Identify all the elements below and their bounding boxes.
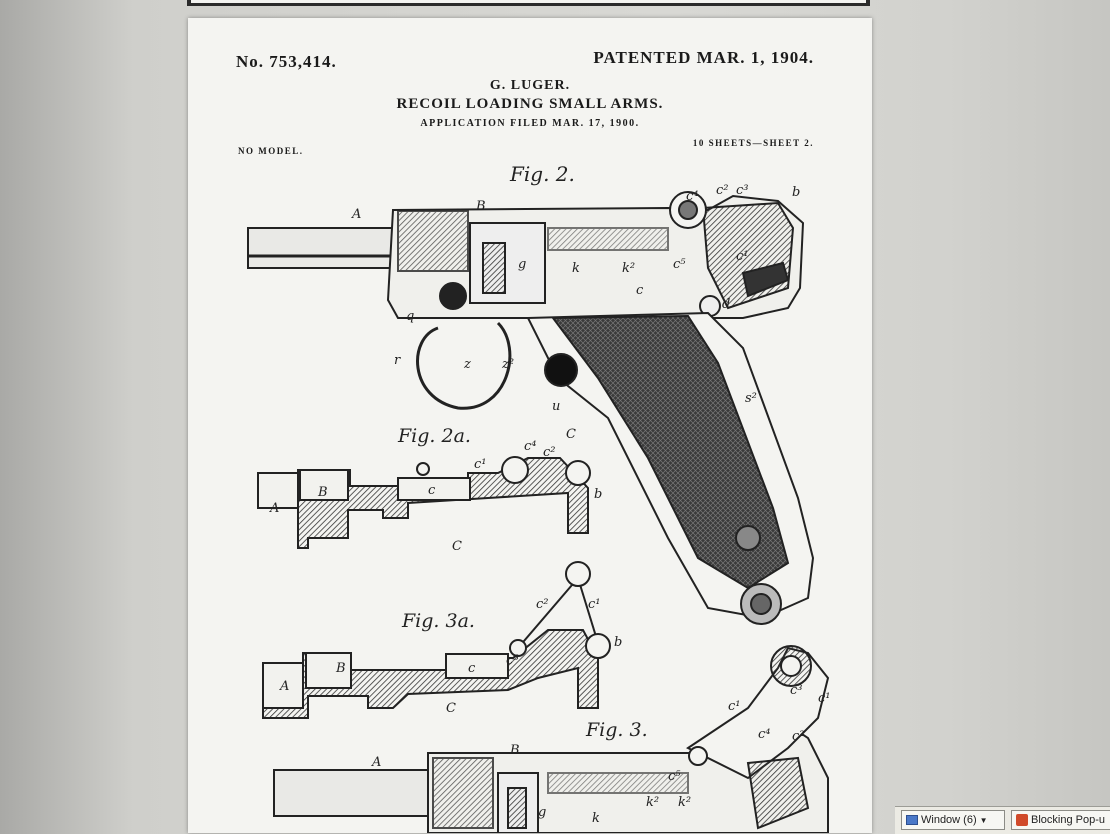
svg-text:B: B [509, 743, 520, 758]
svg-text:d: d [722, 297, 730, 312]
svg-text:c¹: c¹ [474, 457, 487, 472]
svg-text:c¹: c¹ [728, 699, 741, 714]
svg-text:c¹: c¹ [736, 249, 749, 264]
svg-text:B: B [335, 661, 346, 676]
no-model-note: NO MODEL. [238, 146, 304, 156]
svg-text:c³: c³ [790, 683, 803, 698]
fig2-label: Fig. 2. [509, 162, 575, 186]
patent-drawing: Fig. 2. A B g k [247, 162, 831, 833]
fig2-pistol [247, 191, 815, 625]
svg-text:c⁵: c⁵ [668, 769, 681, 784]
svg-text:r: r [394, 353, 401, 368]
svg-text:A: A [371, 755, 381, 770]
application-filed: APPLICATION FILED MAR. 17, 1900. [420, 118, 640, 129]
popup-blocker-icon [1016, 814, 1028, 826]
svg-text:c²: c² [716, 183, 729, 198]
svg-text:k: k [592, 811, 600, 826]
svg-text:c²: c² [536, 597, 549, 612]
svg-text:c⁴: c⁴ [758, 727, 771, 742]
svg-text:c¹: c¹ [818, 691, 831, 706]
patent-date: PATENTED MAR. 1, 1904. [593, 48, 814, 67]
svg-text:A: A [279, 679, 289, 694]
patent-document: Fig. 2. A B g k [188, 18, 872, 833]
taskbar-window-label: Window (6) [921, 814, 977, 826]
svg-text:k²: k² [646, 795, 659, 810]
svg-text:c⁵: c⁵ [506, 653, 519, 668]
sheet-count: 10 SHEETS—SHEET 2. [692, 138, 814, 148]
svg-text:z²: z² [501, 357, 514, 372]
svg-text:k: k [572, 261, 580, 276]
svg-text:g: g [518, 257, 526, 272]
svg-text:C: C [446, 701, 456, 716]
svg-text:s²: s² [745, 391, 757, 406]
patent-number: No. 753,414. [236, 52, 337, 71]
svg-text:u: u [552, 399, 560, 414]
fig3-label: Fig. 3. [585, 719, 648, 741]
svg-text:c⁵: c⁵ [673, 257, 686, 272]
svg-text:B: B [475, 199, 486, 214]
svg-text:c⁴: c⁴ [686, 189, 699, 204]
svg-text:A: A [351, 207, 361, 222]
svg-text:b: b [614, 635, 622, 650]
fig3a-labels: A B c C c⁵ c² c¹ b [279, 597, 622, 716]
fig3a-label: Fig. 3a. [401, 610, 475, 632]
svg-text:c²: c² [792, 729, 805, 744]
svg-text:c¹: c¹ [588, 597, 601, 612]
svg-text:z: z [463, 357, 471, 372]
previous-window-edge [187, 0, 870, 6]
svg-text:b: b [792, 185, 800, 200]
svg-text:C: C [452, 539, 462, 554]
fig3-drawing [273, 645, 830, 833]
fig2a-label: Fig. 2a. [397, 425, 471, 447]
svg-text:C: C [566, 427, 576, 442]
taskbar-popup-button[interactable]: Blocking Pop-u [1011, 810, 1110, 830]
fig2-labels: A B g k k² c c⁵ d c⁴ c² c³ b c¹ q r z z²… [351, 183, 800, 442]
inventor-name: G. LUGER. [489, 78, 571, 93]
svg-text:c: c [636, 283, 644, 298]
fig3a-drawing [262, 561, 611, 719]
fig2a-labels: A B c C c¹ c⁴ c² b [269, 439, 602, 554]
svg-text:B: B [317, 485, 328, 500]
chevron-down-icon: ▼ [979, 815, 988, 825]
svg-text:c: c [468, 661, 476, 676]
taskbar-popup-label: Blocking Pop-u [1031, 814, 1105, 826]
taskbar-window-button[interactable]: Window (6) ▼ [901, 810, 1005, 830]
svg-text:c: c [428, 483, 436, 498]
svg-text:k²: k² [622, 261, 635, 276]
fig2a-drawing [257, 456, 591, 549]
svg-text:k²: k² [678, 795, 691, 810]
svg-text:q: q [406, 309, 414, 324]
svg-text:c³: c³ [736, 183, 749, 198]
svg-text:A: A [269, 501, 279, 516]
window-icon [906, 815, 918, 825]
patent-title: RECOIL LOADING SMALL ARMS. [396, 96, 664, 112]
svg-text:b: b [594, 487, 602, 502]
fig3-labels: A B g k k² k² c⁵ c¹ c⁴ c² c¹ c³ [371, 683, 831, 826]
svg-text:g: g [538, 805, 546, 820]
svg-text:c⁴: c⁴ [524, 439, 537, 454]
svg-text:c²: c² [543, 445, 556, 460]
taskbar: Window (6) ▼ Blocking Pop-u [895, 806, 1110, 834]
